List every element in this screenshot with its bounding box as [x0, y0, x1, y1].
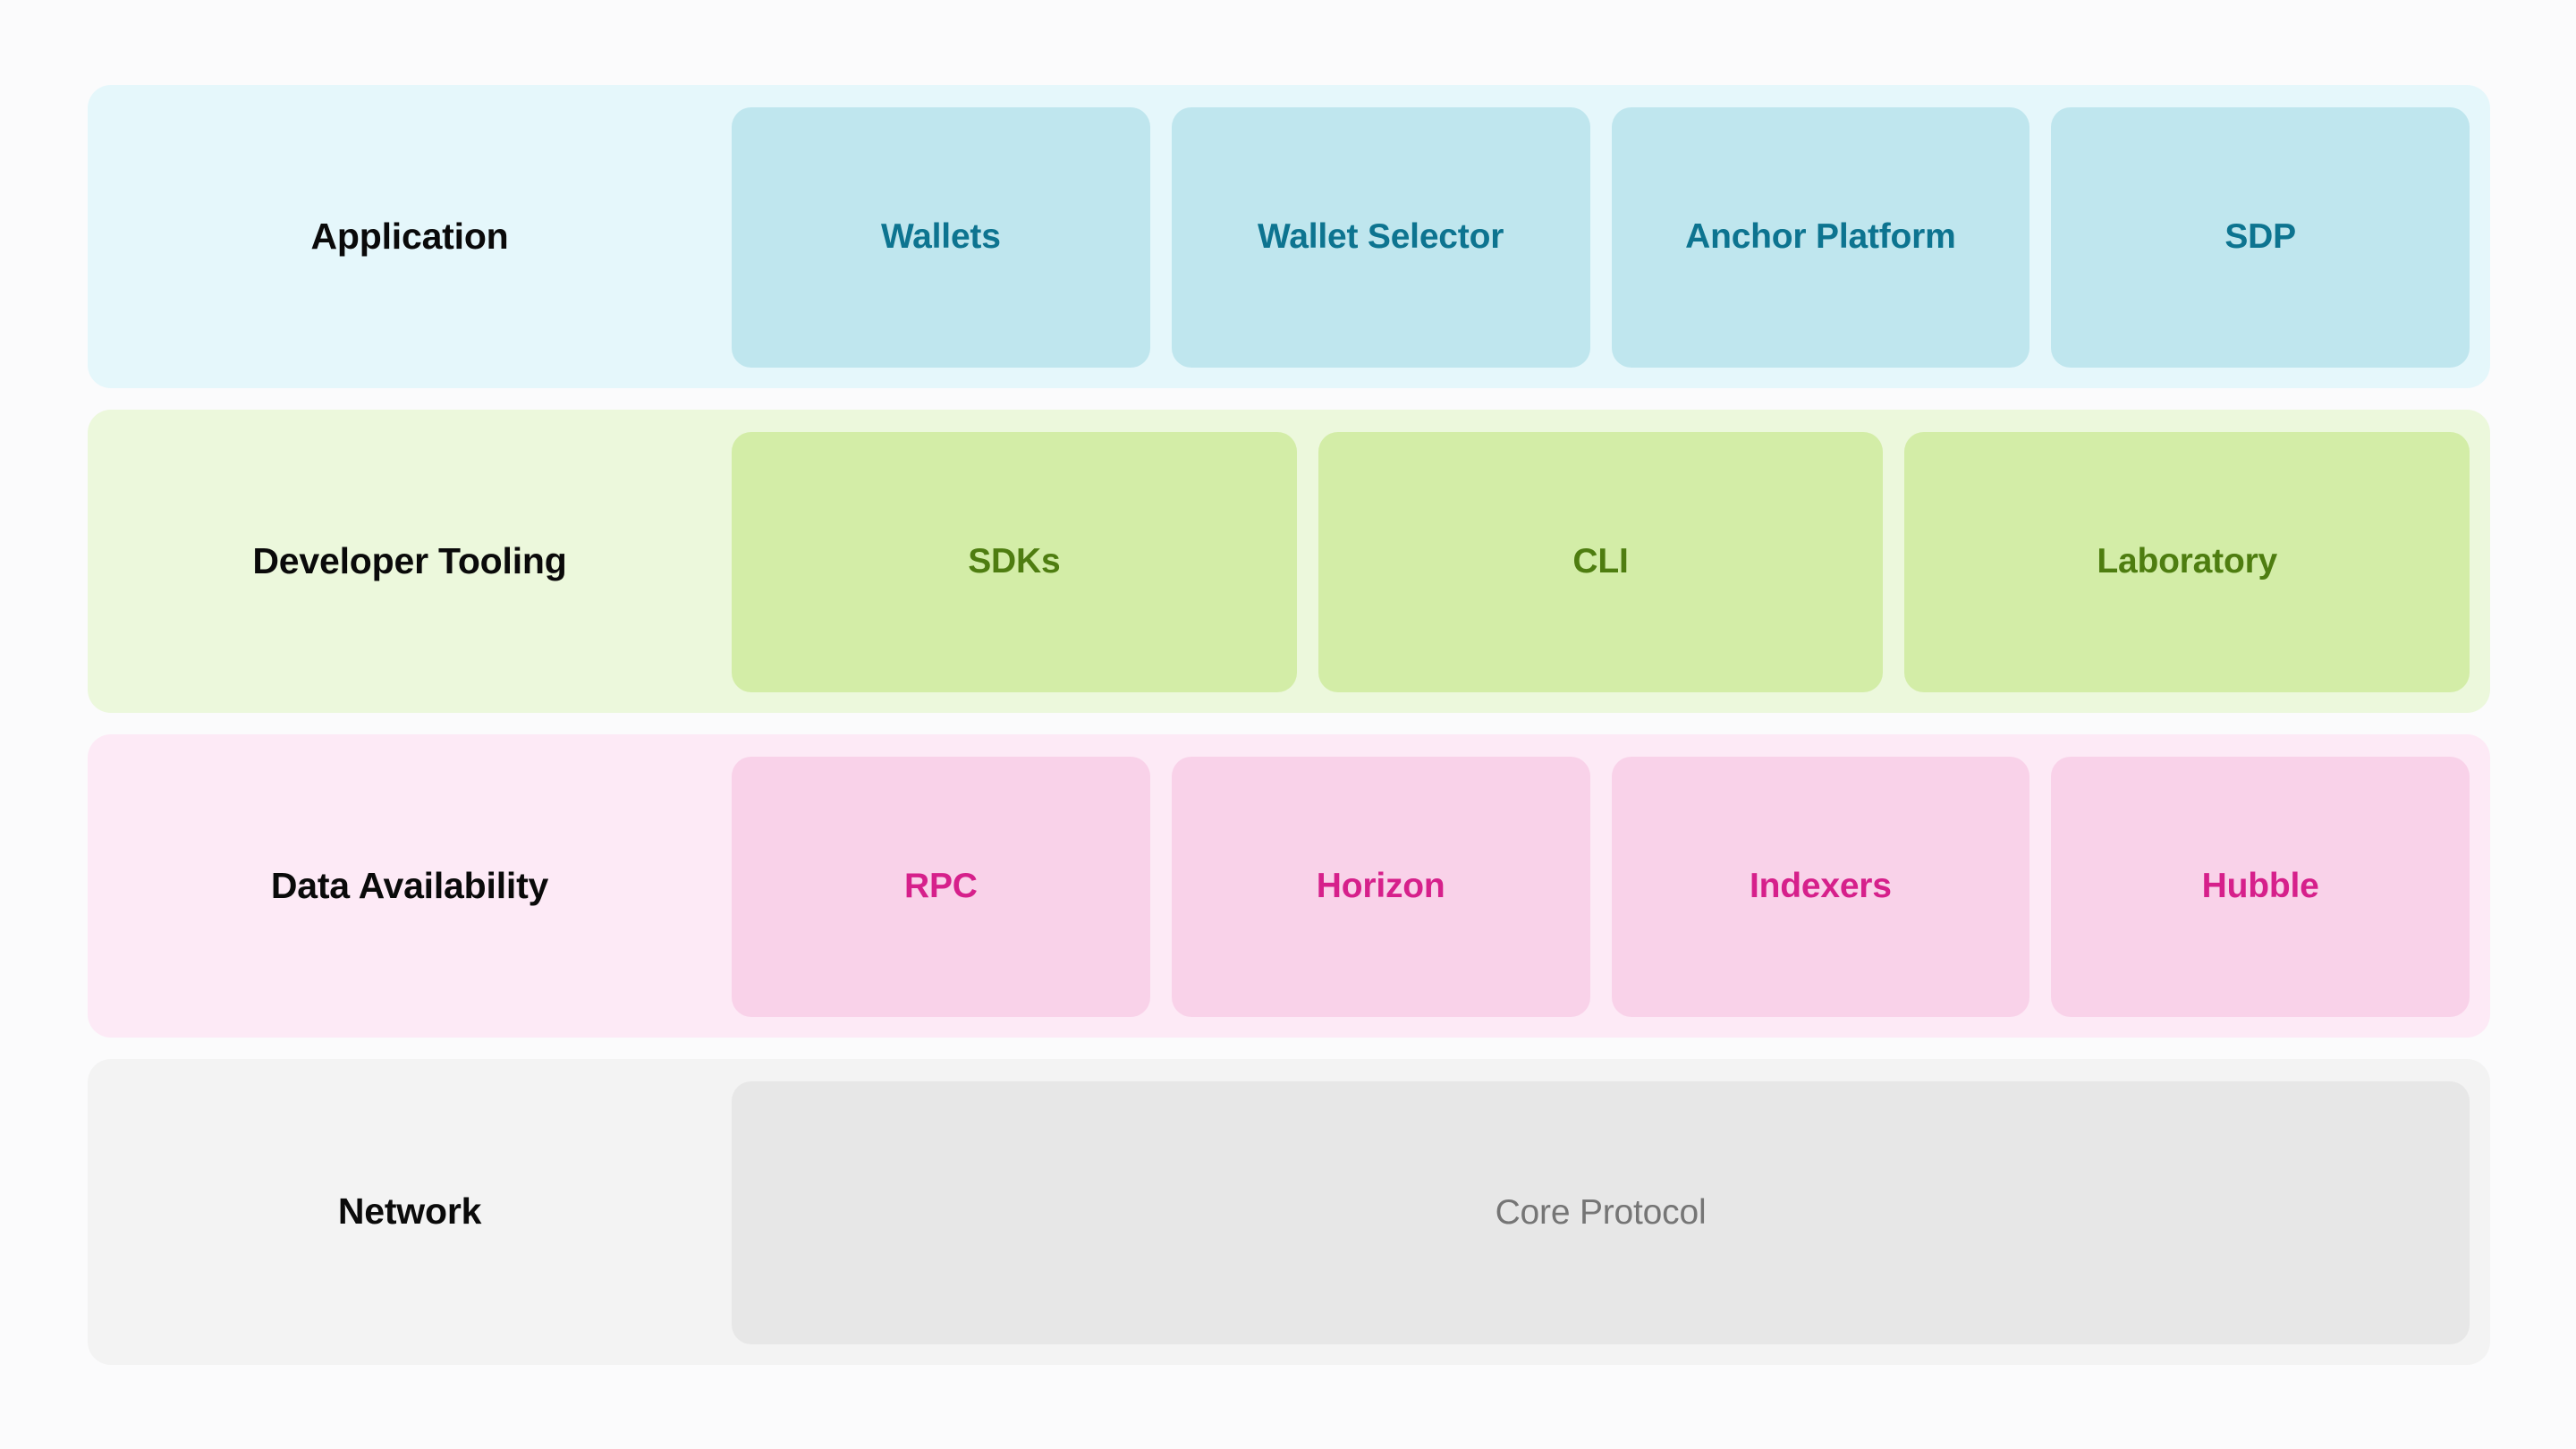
card-label-cli: CLI — [1572, 542, 1629, 581]
card-label-wallet-selector: Wallet Selector — [1258, 217, 1504, 257]
layer-row-network: Network Core Protocol — [88, 1059, 2490, 1365]
card-label-horizon: Horizon — [1316, 867, 1445, 906]
card-label-hubble: Hubble — [2201, 867, 2319, 906]
layer-row-application: Application Wallets Wallet Selector Anch… — [88, 85, 2490, 388]
layer-row-data-availability: Data Availability RPC Horizon Indexers H… — [88, 734, 2490, 1038]
layer-label-cell-data-availability: Data Availability — [88, 734, 732, 1038]
card-anchor-platform[interactable]: Anchor Platform — [1611, 107, 2030, 368]
card-hubble[interactable]: Hubble — [2051, 757, 2470, 1017]
card-label-core-protocol: Core Protocol — [1495, 1192, 1707, 1232]
card-core-protocol[interactable]: Core Protocol — [732, 1081, 2470, 1344]
card-sdks[interactable]: SDKs — [732, 432, 1297, 692]
card-horizon[interactable]: Horizon — [1171, 757, 1590, 1017]
layer-cards-data-availability: RPC Horizon Indexers Hubble — [732, 734, 2490, 1038]
card-label-rpc: RPC — [904, 867, 978, 906]
card-indexers[interactable]: Indexers — [1611, 757, 2030, 1017]
layer-cards-network: Core Protocol — [732, 1059, 2490, 1365]
layer-label-cell-network: Network — [88, 1059, 732, 1365]
layer-cards-application: Wallets Wallet Selector Anchor Platform … — [732, 85, 2490, 388]
card-label-anchor-platform: Anchor Platform — [1685, 217, 1956, 257]
layer-label-cell-application: Application — [88, 85, 732, 388]
layer-label-developer-tooling: Developer Tooling — [252, 539, 567, 581]
card-label-sdp: SDP — [2224, 217, 2296, 257]
layer-label-data-availability: Data Availability — [270, 864, 549, 906]
layer-label-cell-developer-tooling: Developer Tooling — [88, 410, 732, 713]
card-wallets[interactable]: Wallets — [732, 107, 1150, 368]
card-sdp[interactable]: SDP — [2051, 107, 2470, 368]
layer-label-application: Application — [310, 215, 509, 257]
layer-cards-developer-tooling: SDKs CLI Laboratory — [732, 410, 2490, 713]
card-rpc[interactable]: RPC — [732, 757, 1150, 1017]
layered-architecture-diagram: Application Wallets Wallet Selector Anch… — [88, 85, 2490, 1366]
card-label-wallets: Wallets — [881, 217, 1001, 257]
card-wallet-selector[interactable]: Wallet Selector — [1171, 107, 1590, 368]
card-cli[interactable]: CLI — [1318, 432, 1884, 692]
card-label-sdks: SDKs — [968, 542, 1061, 581]
card-label-indexers: Indexers — [1749, 867, 1892, 906]
card-laboratory[interactable]: Laboratory — [1904, 432, 2470, 692]
card-label-laboratory: Laboratory — [2097, 542, 2278, 581]
layer-row-developer-tooling: Developer Tooling SDKs CLI Laboratory — [88, 410, 2490, 713]
layer-label-network: Network — [337, 1191, 482, 1233]
